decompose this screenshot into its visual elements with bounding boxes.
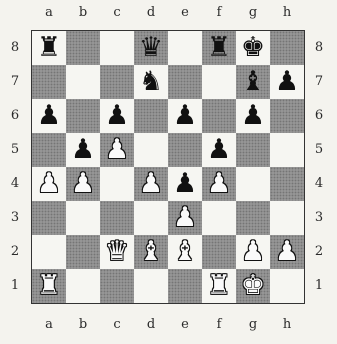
- square-h5[interactable]: [270, 133, 304, 167]
- square-b1[interactable]: [66, 269, 100, 303]
- black-rook-icon[interactable]: ♜: [202, 31, 236, 65]
- white-pawn-icon[interactable]: ♟: [134, 167, 168, 201]
- square-f7[interactable]: [202, 65, 236, 99]
- square-c1[interactable]: [100, 269, 134, 303]
- file-label-g-bottom: g: [236, 318, 270, 332]
- rank-label-3-right: 3: [312, 211, 326, 225]
- square-g4[interactable]: [236, 167, 270, 201]
- square-a2[interactable]: [32, 235, 66, 269]
- black-pawn-icon[interactable]: ♟: [32, 99, 66, 133]
- white-pawn-icon[interactable]: ♟: [202, 167, 236, 201]
- file-label-e-top: e: [168, 6, 202, 20]
- square-h1[interactable]: [270, 269, 304, 303]
- square-f3[interactable]: [202, 201, 236, 235]
- black-king-icon[interactable]: ♚: [236, 31, 270, 65]
- rank-label-6-left: 6: [8, 109, 22, 123]
- rank-label-8-right: 8: [312, 41, 326, 55]
- square-h6[interactable]: [270, 99, 304, 133]
- file-label-a-top: a: [32, 6, 66, 20]
- square-h4[interactable]: [270, 167, 304, 201]
- white-rook-icon[interactable]: ♜: [32, 269, 66, 303]
- square-e8[interactable]: [168, 31, 202, 65]
- square-d1[interactable]: [134, 269, 168, 303]
- square-g3[interactable]: [236, 201, 270, 235]
- square-c3[interactable]: [100, 201, 134, 235]
- square-c7[interactable]: [100, 65, 134, 99]
- square-b6[interactable]: [66, 99, 100, 133]
- black-pawn-icon[interactable]: ♟: [168, 167, 202, 201]
- black-pawn-icon[interactable]: ♟: [66, 133, 100, 167]
- rank-label-4-left: 4: [8, 177, 22, 191]
- rank-label-5-left: 5: [8, 143, 22, 157]
- black-pawn-icon[interactable]: ♟: [270, 65, 304, 99]
- black-bishop-icon[interactable]: ♝: [236, 65, 270, 99]
- rank-label-8-left: 8: [8, 41, 22, 55]
- rank-label-3-left: 3: [8, 211, 22, 225]
- white-pawn-icon[interactable]: ♟: [236, 235, 270, 269]
- black-pawn-icon[interactable]: ♟: [100, 99, 134, 133]
- square-d6[interactable]: [134, 99, 168, 133]
- file-label-h-bottom: h: [270, 318, 304, 332]
- square-c4[interactable]: [100, 167, 134, 201]
- file-label-b-top: b: [66, 6, 100, 20]
- square-g5[interactable]: [236, 133, 270, 167]
- file-label-g-top: g: [236, 6, 270, 20]
- white-queen-icon[interactable]: ♛: [100, 235, 134, 269]
- white-bishop-icon[interactable]: ♝: [134, 235, 168, 269]
- white-pawn-icon[interactable]: ♟: [66, 167, 100, 201]
- file-label-e-bottom: e: [168, 318, 202, 332]
- white-king-icon[interactable]: ♚: [236, 269, 270, 303]
- square-a3[interactable]: [32, 201, 66, 235]
- file-label-d-bottom: d: [134, 318, 168, 332]
- file-label-h-top: h: [270, 6, 304, 20]
- black-pawn-icon[interactable]: ♟: [168, 99, 202, 133]
- rank-label-7-left: 7: [8, 75, 22, 89]
- square-a5[interactable]: [32, 133, 66, 167]
- square-e7[interactable]: [168, 65, 202, 99]
- black-pawn-icon[interactable]: ♟: [236, 99, 270, 133]
- rank-label-7-right: 7: [312, 75, 326, 89]
- rank-label-2-right: 2: [312, 245, 326, 259]
- white-rook-icon[interactable]: ♜: [202, 269, 236, 303]
- black-knight-icon[interactable]: ♞: [134, 65, 168, 99]
- rank-label-5-right: 5: [312, 143, 326, 157]
- chessboard: ♜♛♜♚♞♝♟♟♟♟♟♟♟♟♟♟♟♟♟♟♛♝♝♟♟♜♜♚: [31, 30, 305, 304]
- rank-label-1-left: 1: [8, 279, 22, 293]
- square-b2[interactable]: [66, 235, 100, 269]
- file-label-a-bottom: a: [32, 318, 66, 332]
- rank-label-2-left: 2: [8, 245, 22, 259]
- square-b7[interactable]: [66, 65, 100, 99]
- rank-label-6-right: 6: [312, 109, 326, 123]
- black-queen-icon[interactable]: ♛: [134, 31, 168, 65]
- white-bishop-icon[interactable]: ♝: [168, 235, 202, 269]
- file-label-f-bottom: f: [202, 318, 236, 332]
- square-d5[interactable]: [134, 133, 168, 167]
- square-h3[interactable]: [270, 201, 304, 235]
- square-d3[interactable]: [134, 201, 168, 235]
- square-a7[interactable]: [32, 65, 66, 99]
- file-label-c-top: c: [100, 6, 134, 20]
- rank-label-1-right: 1: [312, 279, 326, 293]
- file-label-f-top: f: [202, 6, 236, 20]
- square-f6[interactable]: [202, 99, 236, 133]
- square-b3[interactable]: [66, 201, 100, 235]
- rank-label-4-right: 4: [312, 177, 326, 191]
- white-pawn-icon[interactable]: ♟: [270, 235, 304, 269]
- square-e5[interactable]: [168, 133, 202, 167]
- white-pawn-icon[interactable]: ♟: [100, 133, 134, 167]
- black-pawn-icon[interactable]: ♟: [202, 133, 236, 167]
- white-pawn-icon[interactable]: ♟: [168, 201, 202, 235]
- file-label-c-bottom: c: [100, 318, 134, 332]
- square-f2[interactable]: [202, 235, 236, 269]
- white-pawn-icon[interactable]: ♟: [32, 167, 66, 201]
- black-rook-icon[interactable]: ♜: [32, 31, 66, 65]
- square-h8[interactable]: [270, 31, 304, 65]
- square-b8[interactable]: [66, 31, 100, 65]
- square-e1[interactable]: [168, 269, 202, 303]
- square-c8[interactable]: [100, 31, 134, 65]
- file-label-d-top: d: [134, 6, 168, 20]
- file-label-b-bottom: b: [66, 318, 100, 332]
